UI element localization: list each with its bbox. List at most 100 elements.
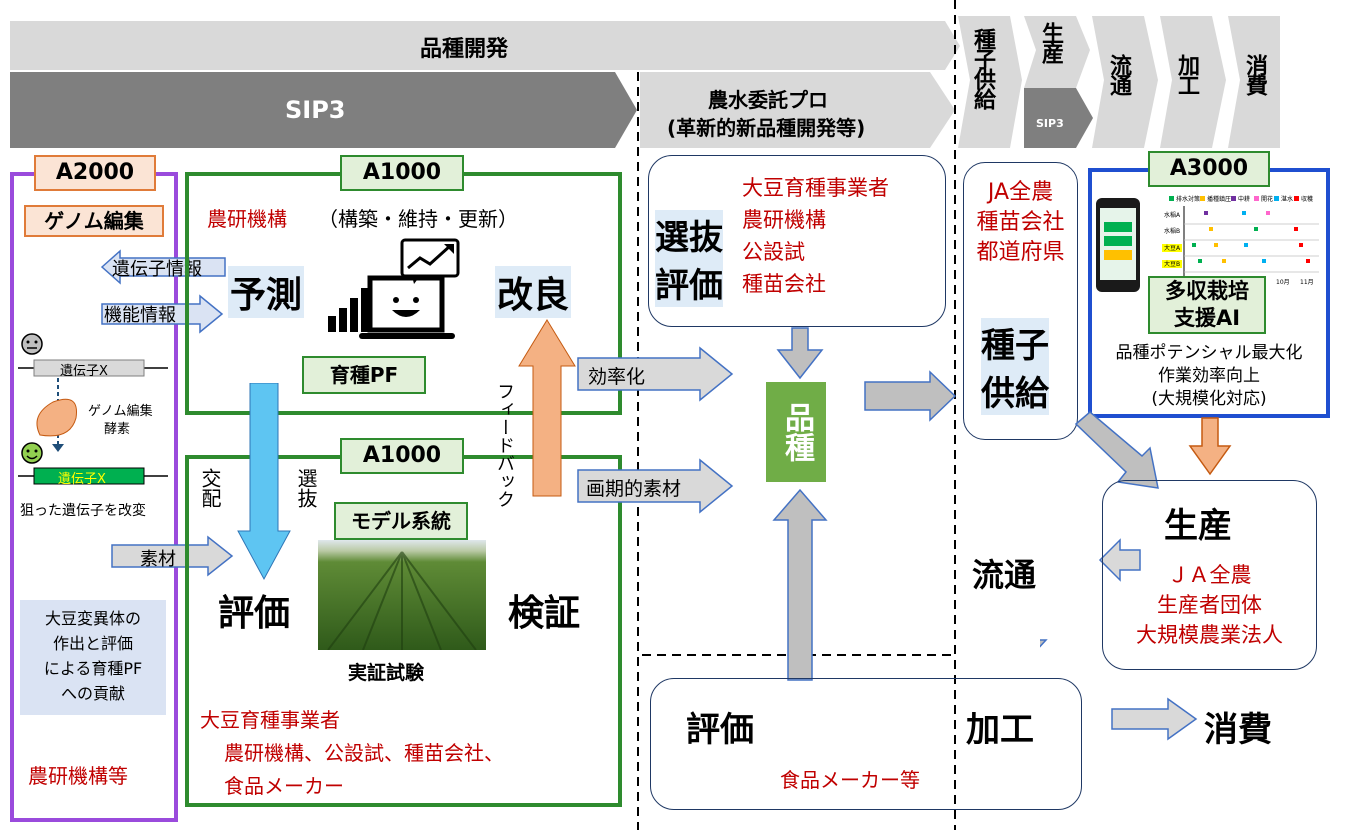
enzyme-label-line1: ゲノム編集 xyxy=(88,404,153,419)
sip3-label: SIP3 xyxy=(285,96,346,124)
actor: 大豆育種事業者 xyxy=(742,176,889,200)
a3000-desc: 品種ポテンシャル最大化 作業効率向上 (大規模化対応) xyxy=(1092,342,1326,411)
material-label: 素材 xyxy=(140,549,176,570)
ai-line: 多収栽培 xyxy=(1165,279,1249,303)
seed-supply-actors: JA全農 種苗会社 都道府県 xyxy=(965,178,1076,268)
a1000-bottom-orgs-line3: 食品メーカー xyxy=(224,774,344,798)
distribution-chevron xyxy=(1092,16,1158,148)
seed-supply-title-line2: 供給 xyxy=(981,366,1049,415)
actor: 大規模農業法人 xyxy=(1136,623,1283,647)
distribution-label: 流通 xyxy=(972,556,1037,594)
predict-label: 予測 xyxy=(228,266,305,318)
field-test-label: 実証試験 xyxy=(348,662,425,684)
genome-edit-tag: ゲノム編集 xyxy=(24,205,164,237)
laptop-icon xyxy=(328,238,460,339)
feedback-label: フィードバック xyxy=(494,382,515,508)
consumption-phase-label: 消費 xyxy=(1242,54,1267,94)
norin-label-line2: (革新的新品種開発等) xyxy=(667,116,866,140)
function-info-label: 機能情報 xyxy=(104,305,176,326)
legend-item: 排水対策 xyxy=(1176,195,1200,203)
food-makers-label: 食品メーカー等 xyxy=(780,768,920,792)
gene-x-before-label: 遺伝子X xyxy=(60,364,108,379)
a2000-org: 農研機構等 xyxy=(28,764,128,788)
selection-label-line1: 選抜 xyxy=(655,210,723,259)
seed-supply-phase-label: 種子供給 xyxy=(970,28,995,108)
feedback-arrow xyxy=(518,319,576,497)
production-sip3-chevron xyxy=(1024,88,1093,148)
breeding-dev-banner xyxy=(10,21,960,70)
a2000-tag: A2000 xyxy=(34,155,156,191)
genome-edit-caption: 狙った遺伝子を改変 xyxy=(20,503,146,519)
gene-info-arrow xyxy=(100,249,226,285)
selection-actors: 大豆育種事業者 農研機構 公設試 種苗会社 xyxy=(742,172,889,300)
legend-item: 中耕 xyxy=(1238,195,1250,203)
variety-box: 品種 xyxy=(766,382,826,482)
ai-support-tag: 多収栽培 支援AI xyxy=(1148,276,1266,334)
a1000-bottom-tag: A1000 xyxy=(340,438,464,474)
norin-banner xyxy=(640,72,955,148)
contribution-line: による育種PF xyxy=(43,659,143,678)
production-actors: ＪＡ全農 生産者団体 大規模農業法人 xyxy=(1104,560,1315,650)
bottom-process-label: 加工 xyxy=(966,710,1034,750)
contribution-line: 大豆変異体の xyxy=(44,609,141,628)
evaluate-label: 評価 xyxy=(218,593,291,634)
actor: JA全農 xyxy=(987,180,1054,205)
actor: 都道府県 xyxy=(976,240,1065,265)
desc-line: 品種ポテンシャル最大化 xyxy=(1115,343,1303,363)
breeding-pf-tag: 育種PF xyxy=(302,356,426,394)
sip3-banner xyxy=(10,72,637,148)
row-label: 水稲B xyxy=(1164,227,1180,235)
contribution-line: への貢献 xyxy=(60,684,125,703)
month-label: 10月 xyxy=(1276,279,1290,286)
seed-supply-title-line1: 種子 xyxy=(981,318,1049,367)
improve-label: 改良 xyxy=(495,266,572,318)
desc-line: 作業効率向上 xyxy=(1158,366,1260,386)
ai-line: 支援AI xyxy=(1173,306,1241,330)
legend-item: 収穫 xyxy=(1301,195,1313,203)
enzyme-label-line2: 酵素 xyxy=(104,422,131,437)
month-label: 11月 xyxy=(1300,279,1314,286)
contribution-box: 大豆変異体の 作出と評価 による育種PF への貢献 xyxy=(20,600,166,715)
breakthrough-label: 画期的素材 xyxy=(586,478,682,500)
genome-edit-illustration xyxy=(18,333,168,485)
production-title: 生産 xyxy=(1164,506,1232,546)
row-label: 水稲A xyxy=(1164,211,1181,219)
norin-label-line1: 農水委託プロ xyxy=(708,88,828,112)
selection-box xyxy=(648,155,946,327)
row-label: 大豆B xyxy=(1164,260,1180,268)
distribution-phase-label: 流通 xyxy=(1106,54,1131,94)
cross-label: 交配 xyxy=(198,468,222,508)
evaluation-processing-box xyxy=(650,678,1082,810)
model-line-tag: モデル系統 xyxy=(334,502,468,540)
a1000-top-org: 農研機構 xyxy=(207,207,287,231)
ai-app-illustration: 排水対策 播種鎮圧 中耕 開花 湛水 収穫 水稲A 水稲B 大豆A 大豆B 10… xyxy=(1096,195,1319,292)
seed-supply-box xyxy=(963,162,1078,440)
actor: 種苗会社 xyxy=(976,210,1065,235)
phase-banner-graphics xyxy=(10,16,1280,148)
breeding-dev-label: 品種開発 xyxy=(420,37,509,62)
legend-item: 開花 xyxy=(1261,195,1273,203)
a1000-bottom-orgs-line1: 大豆育種事業者 xyxy=(200,708,340,732)
happy-face-icon xyxy=(21,442,43,464)
processing-phase-label: 加工 xyxy=(1174,54,1199,94)
predict-to-evaluate-arrow xyxy=(237,383,291,581)
process-to-consume-arrow xyxy=(1111,697,1198,741)
legend-item: 播種鎮圧 xyxy=(1207,195,1231,203)
enzyme-icon xyxy=(36,398,78,437)
right-side-arrows xyxy=(1040,411,1232,648)
gene-x-after-label: 遺伝子X xyxy=(58,472,106,487)
efficiency-label: 効率化 xyxy=(588,366,646,388)
a1000-top-org-note: （構築・維持・更新） xyxy=(318,207,518,231)
consumption-chevron xyxy=(1228,16,1280,148)
consumption-label: 消費 xyxy=(1204,710,1272,750)
a1000-bottom-orgs-line2: 農研機構、公設試、種苗会社、 xyxy=(224,741,504,765)
gene-info-label: 遺伝子情報 xyxy=(112,259,202,280)
actor: ＪＡ全農 xyxy=(1167,563,1252,587)
production-phase-label: 生産 xyxy=(1038,22,1063,62)
production-box xyxy=(1102,480,1317,670)
verify-label: 検証 xyxy=(508,593,581,634)
seed-supply-chevron xyxy=(958,16,1022,148)
a1000-top-tag: A1000 xyxy=(340,155,464,191)
actor: 公設試 xyxy=(742,240,805,264)
select-label: 選抜 xyxy=(294,468,318,508)
